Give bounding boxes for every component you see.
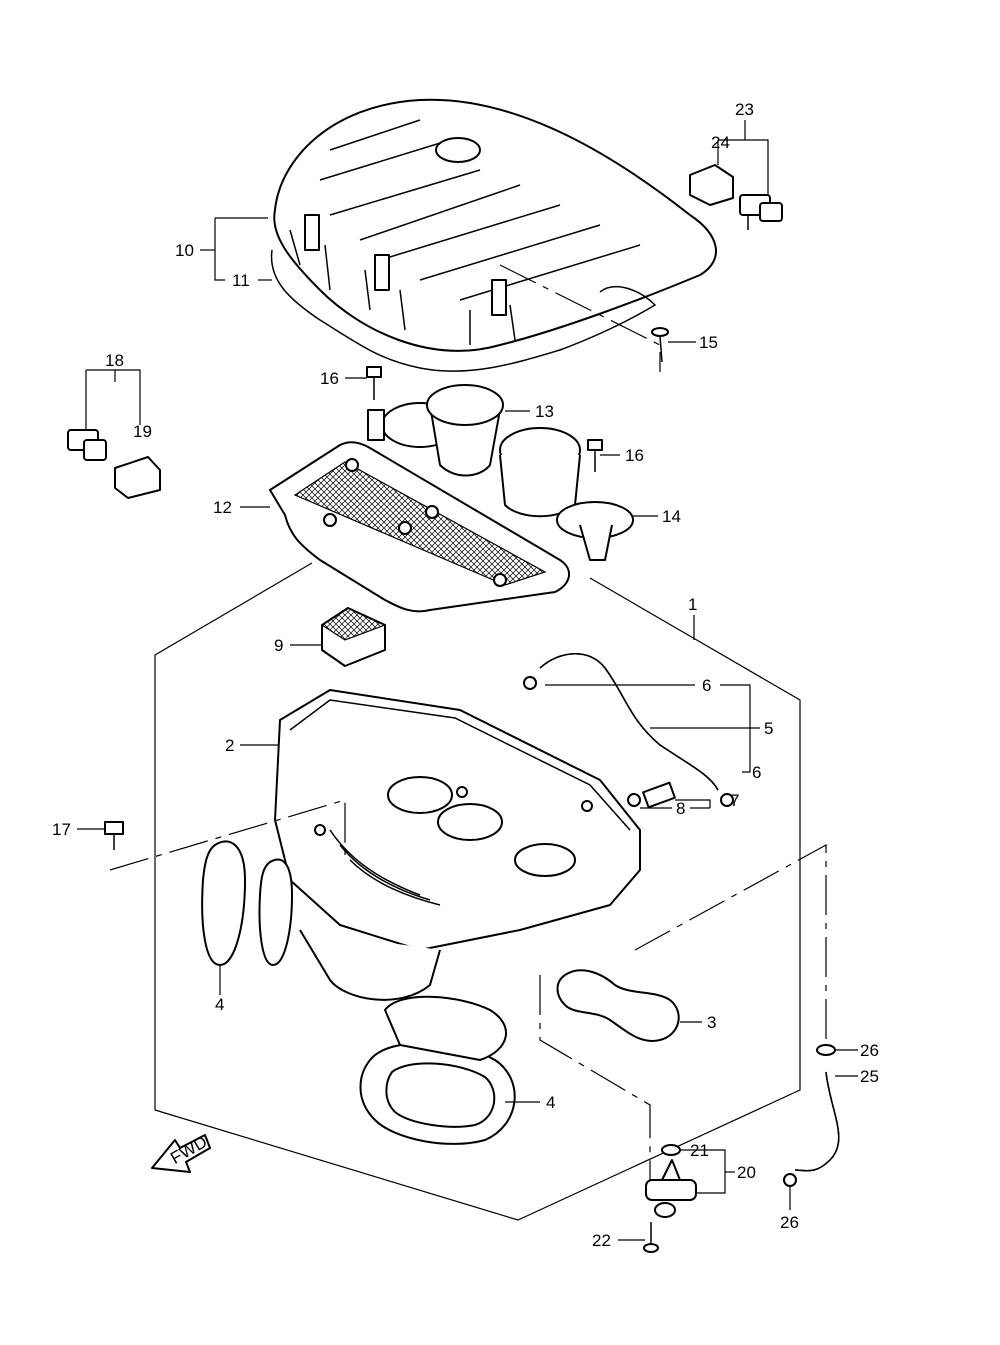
duct-seal-bottom	[359, 995, 516, 1145]
callout-16a: 16	[320, 369, 339, 388]
callout-26a: 26	[860, 1041, 879, 1060]
callout-2: 2	[225, 736, 234, 755]
funnel-14	[499, 427, 634, 561]
o-ring	[556, 969, 680, 1042]
screw	[651, 327, 669, 363]
callout-21: 21	[690, 1141, 709, 1160]
callout-24: 24	[711, 133, 730, 152]
reference-lines	[109, 264, 827, 1180]
callout-19: 19	[133, 422, 152, 441]
callout-12: 12	[213, 498, 232, 517]
callout-6a: 6	[702, 676, 711, 695]
sponge-block	[320, 607, 387, 667]
hose-short	[642, 781, 676, 809]
connector-23	[739, 194, 783, 230]
callout-17: 17	[52, 820, 71, 839]
callout-23: 23	[735, 100, 754, 119]
clamps	[523, 676, 734, 807]
callout-11: 11	[232, 271, 250, 290]
drain-hose	[783, 1044, 840, 1187]
callout-8: 8	[676, 799, 685, 818]
cover-19	[114, 456, 161, 499]
fwd-arrow-icon: FWD	[151, 1132, 211, 1173]
callout-1: 1	[688, 595, 697, 614]
bolt-right	[587, 439, 603, 472]
cover-24	[689, 164, 734, 206]
callout-3: 3	[707, 1013, 716, 1032]
funnel-13	[367, 384, 504, 477]
callout-6b: 6	[752, 763, 761, 782]
callout-20: 20	[737, 1163, 756, 1182]
assembly-outline	[154, 562, 801, 1221]
callout-10: 10	[175, 241, 194, 260]
callout-26b: 26	[780, 1213, 799, 1232]
callout-13: 13	[535, 402, 554, 421]
callout-18: 18	[105, 351, 124, 370]
cap-seal	[270, 249, 657, 372]
air-cleaner-case	[274, 689, 641, 1001]
drain-plug	[643, 1144, 697, 1253]
connector-18	[67, 429, 107, 461]
air-cleaner-cap	[273, 98, 717, 352]
callout-labels: 1 2 3 4 4 5 6 6 7 8 9 10 11 12 13 14 15 …	[52, 100, 879, 1250]
fwd-label: FWD	[167, 1132, 210, 1168]
callout-7: 7	[730, 791, 739, 810]
callout-4b: 4	[546, 1093, 555, 1112]
duct-seal-left	[201, 840, 293, 966]
leader-lines	[77, 120, 858, 1241]
bolt-17	[104, 821, 124, 850]
callout-5: 5	[764, 719, 773, 738]
breather-hose	[539, 653, 719, 791]
callout-16b: 16	[625, 446, 644, 465]
air-filter-element	[269, 441, 570, 613]
callout-22: 22	[592, 1231, 611, 1250]
callout-9: 9	[274, 636, 283, 655]
bolt-upper	[366, 366, 382, 400]
callout-14: 14	[662, 507, 681, 526]
callout-4a: 4	[215, 995, 224, 1014]
callout-15: 15	[699, 333, 718, 352]
callout-25: 25	[860, 1067, 879, 1086]
